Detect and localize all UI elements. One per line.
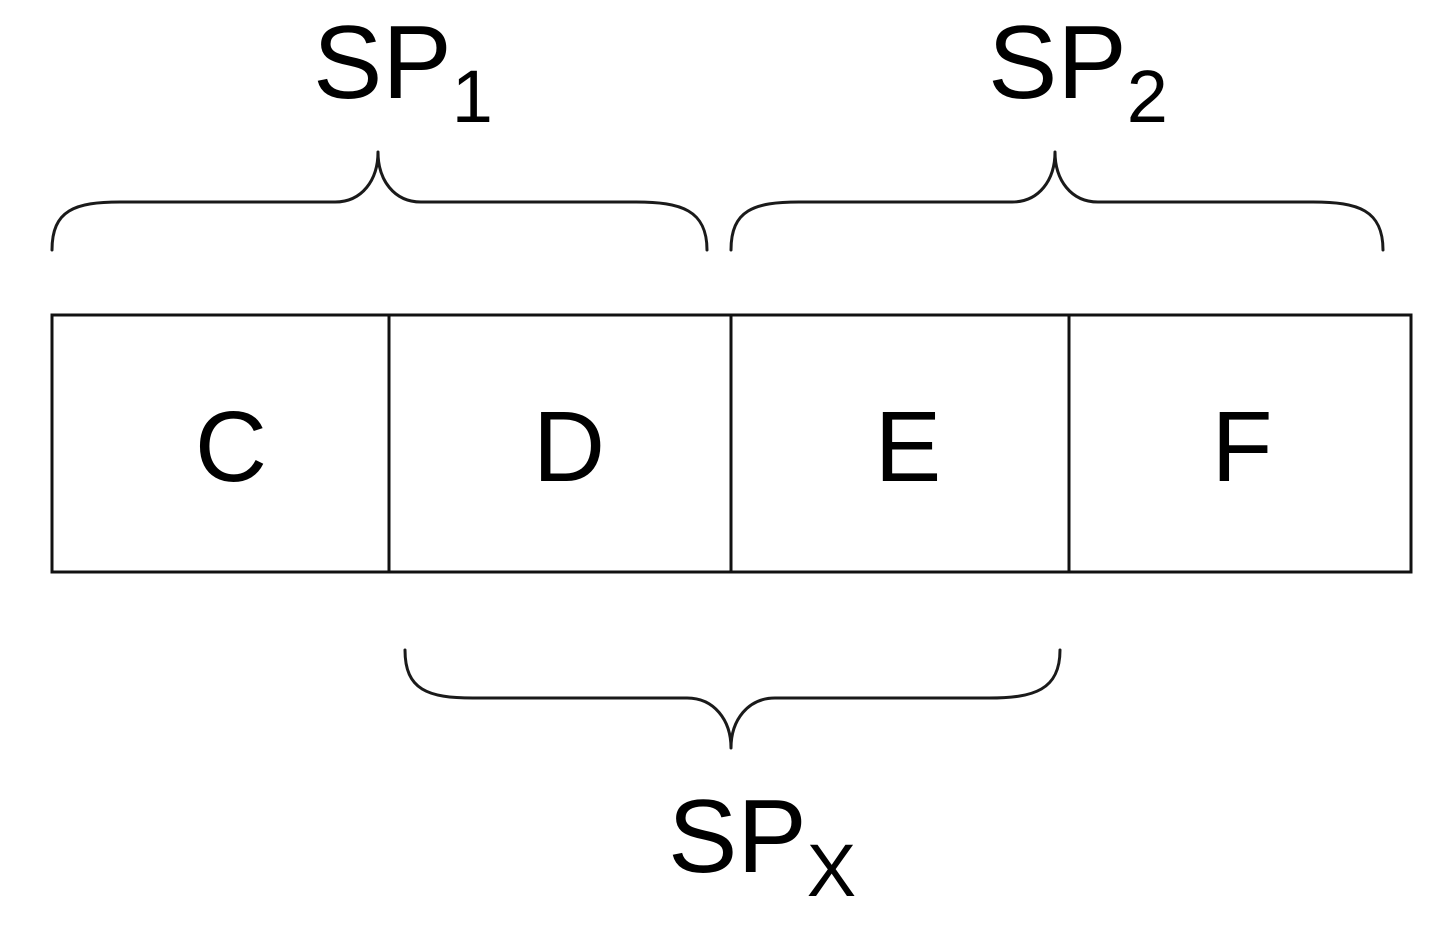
group-label-sp1: SP1 — [313, 5, 493, 138]
segment-label-e: E — [875, 391, 942, 503]
segment-cell-d: D — [387, 313, 733, 574]
segment-label-d: D — [533, 391, 605, 503]
segment-label-c: C — [195, 391, 267, 503]
group-label-spx: SPX — [668, 779, 856, 912]
group-label-spx-name: SP — [668, 779, 807, 895]
group-brace-sp1 — [50, 150, 709, 252]
group-label-sp1-subscript: 1 — [452, 55, 493, 138]
group-label-sp2-subscript: 2 — [1127, 55, 1168, 138]
segment-label-f: F — [1211, 391, 1272, 503]
segment-cell-e: E — [729, 313, 1071, 574]
group-label-sp1-name: SP — [313, 5, 452, 121]
segment-cell-c: C — [50, 313, 391, 574]
segment-cell-f: F — [1067, 313, 1413, 574]
group-brace-spx — [403, 648, 1062, 750]
group-label-spx-subscript: X — [807, 829, 856, 912]
group-label-sp2: SP2 — [988, 5, 1168, 138]
group-label-sp2-name: SP — [988, 5, 1127, 121]
group-brace-sp2 — [729, 150, 1385, 252]
